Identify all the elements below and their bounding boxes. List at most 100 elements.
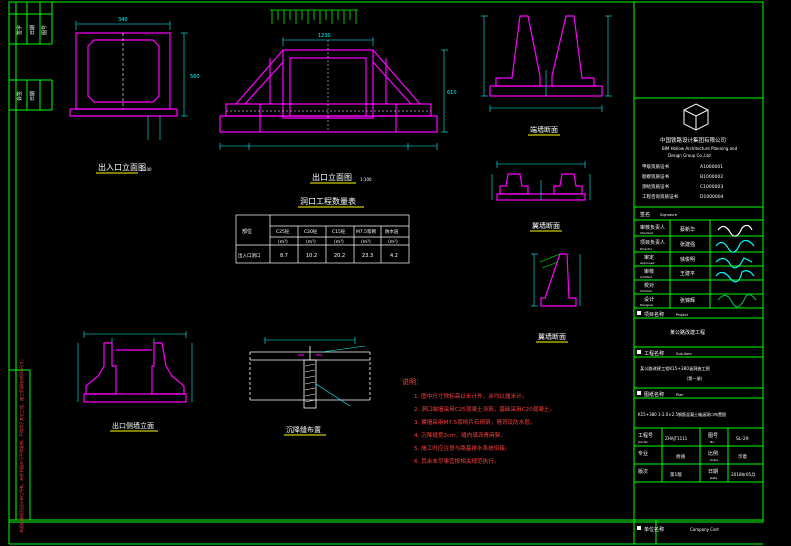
project-label: 项目名称 xyxy=(644,311,664,318)
footer-label: 单位名称 xyxy=(644,526,664,533)
table-unit-3: (m³) xyxy=(334,239,344,245)
role-6: 设计 xyxy=(644,296,654,303)
footer-cell: 单位名称 Company Cert xyxy=(637,526,719,533)
subitem-label-en: Sub-item xyxy=(676,352,692,356)
table-val-3: 20.2 xyxy=(334,253,345,259)
cert-value-4: D1000004 xyxy=(700,194,724,200)
name-4: 王建平 xyxy=(680,270,695,277)
role-5-en: Checker xyxy=(640,289,653,293)
cert-label-3: 测绘资质证书 xyxy=(642,183,669,190)
role-sign-en: Signature xyxy=(660,213,677,217)
role-2-en: Director xyxy=(640,247,653,251)
table-val-1: 8.7 xyxy=(280,253,288,259)
project-value: 某公路改建工程 xyxy=(670,329,705,336)
strip-label-3: 图号 xyxy=(42,25,48,35)
company-name-en-2: Design Group Co.,Ltd xyxy=(668,153,711,158)
strip-label-2: 日期 xyxy=(30,25,36,35)
cert-value-3: C1000003 xyxy=(700,184,723,190)
drawing-label: 图纸名称 xyxy=(644,391,664,398)
notes-title: 说明： xyxy=(402,377,423,386)
role-6-en: Designer xyxy=(640,303,654,307)
note-6: 6. 其余未尽事宜按相关规范执行。 xyxy=(414,457,499,465)
role-1-en: Checked xyxy=(640,231,653,235)
table-val-4: 23.3 xyxy=(362,253,373,259)
strip-label-4: 会签 xyxy=(16,91,23,101)
strip-note: 本图纸版权归设计单位所有，未经书面许可不得复制，不得用于其它工程，施工前请核对现… xyxy=(18,357,24,533)
project-label-en: Project xyxy=(676,313,689,317)
side-elevation-view: 560 340 出入口立面图 1:100 xyxy=(69,17,200,174)
wing-slope-label: 翼墙断面 xyxy=(538,332,566,341)
subitem-marker xyxy=(637,350,641,354)
name-5: 张锦辉 xyxy=(680,297,695,304)
wing-slope-section: 翼墙断面 xyxy=(531,253,581,343)
table-col-2: C20砼 xyxy=(304,228,318,235)
specialty-value: 桥涵 xyxy=(676,453,685,460)
company-logo-icon xyxy=(683,103,709,131)
table-unit-1: (m³) xyxy=(278,239,288,245)
table-unit-5: (m²) xyxy=(388,239,398,245)
front-height-dim: 610 xyxy=(447,90,457,96)
specialty-label: 专业 xyxy=(638,450,648,457)
quantity-table: 洞口工程数量表 部位 C25砼 C20砼 C15砼 M7.5浆砌 防水层 (m³… xyxy=(235,196,410,264)
cert-label-4: 工程咨询资质证书 xyxy=(642,193,678,200)
notes-block: 说明： 1. 图中尺寸除标高以米计外，余均以厘米计。 2. 洞口端墙采用C25混… xyxy=(402,377,555,465)
table-col-5: 防水层 xyxy=(385,228,399,235)
scale-label: 比例 xyxy=(708,450,718,457)
front-scale: 1:100 xyxy=(360,177,372,182)
subitem-label: 工程名称 xyxy=(644,350,664,357)
ground-hatch xyxy=(270,9,358,24)
signatures xyxy=(715,224,757,308)
cert-value-1: A1000001 xyxy=(700,164,723,170)
role-2: 项目负责人 xyxy=(640,239,665,246)
role-3-en: Approved xyxy=(640,261,654,265)
table-title: 洞口工程数量表 xyxy=(300,196,356,206)
front-width-dim: 1230 xyxy=(318,33,331,39)
table-unit-2: (m³) xyxy=(306,239,316,245)
outlet-side-label: 出口侧墙立面 xyxy=(112,421,154,430)
note-1: 1. 图中尺寸除标高以米计外，余均以厘米计。 xyxy=(414,392,527,400)
table-row-header: 部位 xyxy=(242,228,252,235)
table-val-2: 10.2 xyxy=(306,253,317,259)
role-4: 审核 xyxy=(644,268,654,275)
front-elevation-view: 1230 610 出口立面图 1:100 xyxy=(219,9,457,184)
version-value: 第1版 xyxy=(670,471,682,478)
name-3: 徐俊明 xyxy=(680,256,695,263)
footer-label-en: Company Cert xyxy=(690,527,719,532)
company-name-en-1: BIM Hollow Architecture Planning and xyxy=(662,146,738,151)
drawing-label-en: Plan xyxy=(676,393,683,397)
wing-wall-label: 翼墙断面 xyxy=(532,221,560,230)
subitem-value-2: （第一册） xyxy=(684,375,705,382)
footer-marker xyxy=(637,526,641,530)
no-en: No. xyxy=(710,440,715,444)
table-col-3: C15砼 xyxy=(332,228,346,235)
front-view-label: 出口立面图 xyxy=(312,172,352,182)
side-width-dim: 340 xyxy=(118,17,128,23)
note-4: 4. 沉降缝宽2cm，缝内填沥青麻絮。 xyxy=(414,431,506,439)
date-value: 2018年05月 xyxy=(731,471,755,478)
no-value: SL-29 xyxy=(736,436,749,442)
note-5: 5. 施工时应注意与路基排水系统衔接。 xyxy=(414,444,511,452)
drawing-value: K15+380 1-2.0×2.5钢筋混凝土箱涵洞口布置图 xyxy=(638,411,726,417)
note-3: 3. 翼墙采用M7.5浆砌片石砌筑，墙背设防水层。 xyxy=(414,418,536,426)
settlement-joint-view: 沉降缝布置 xyxy=(249,337,371,436)
company-name: 中国铁路设计集团有限公司 xyxy=(660,136,726,144)
subitem-value-1: 某公路改建工程K15+380涵洞施工图 xyxy=(640,365,710,372)
joint-view-label: 沉降缝布置 xyxy=(286,425,321,434)
outlet-side-wall-view: 出口侧墙立面 xyxy=(77,331,193,432)
cert-label-1: 甲级资质证书 xyxy=(642,163,669,170)
drawing-marker xyxy=(637,391,641,395)
side-height-dim: 560 xyxy=(190,74,200,80)
cert-value-2: B1000002 xyxy=(700,174,723,180)
job-no-value: ZHAJT1111 xyxy=(665,436,688,441)
strip-label-1: 签字 xyxy=(16,25,23,35)
role-1: 审核负责人 xyxy=(640,224,665,231)
job-no-label: 工程号 xyxy=(638,432,653,439)
scale-value: 示意 xyxy=(738,453,747,460)
role-5: 校对 xyxy=(644,282,654,289)
side-scale: 1:100 xyxy=(140,167,152,172)
wing-wall-section: 翼墙断面 xyxy=(491,161,591,232)
strip-label-5: 日期 xyxy=(30,91,36,101)
note-2: 2. 洞口端墙采用C25混凝土浇筑，基础采用C20混凝土。 xyxy=(414,405,555,413)
no-label: 图号 xyxy=(708,433,718,439)
